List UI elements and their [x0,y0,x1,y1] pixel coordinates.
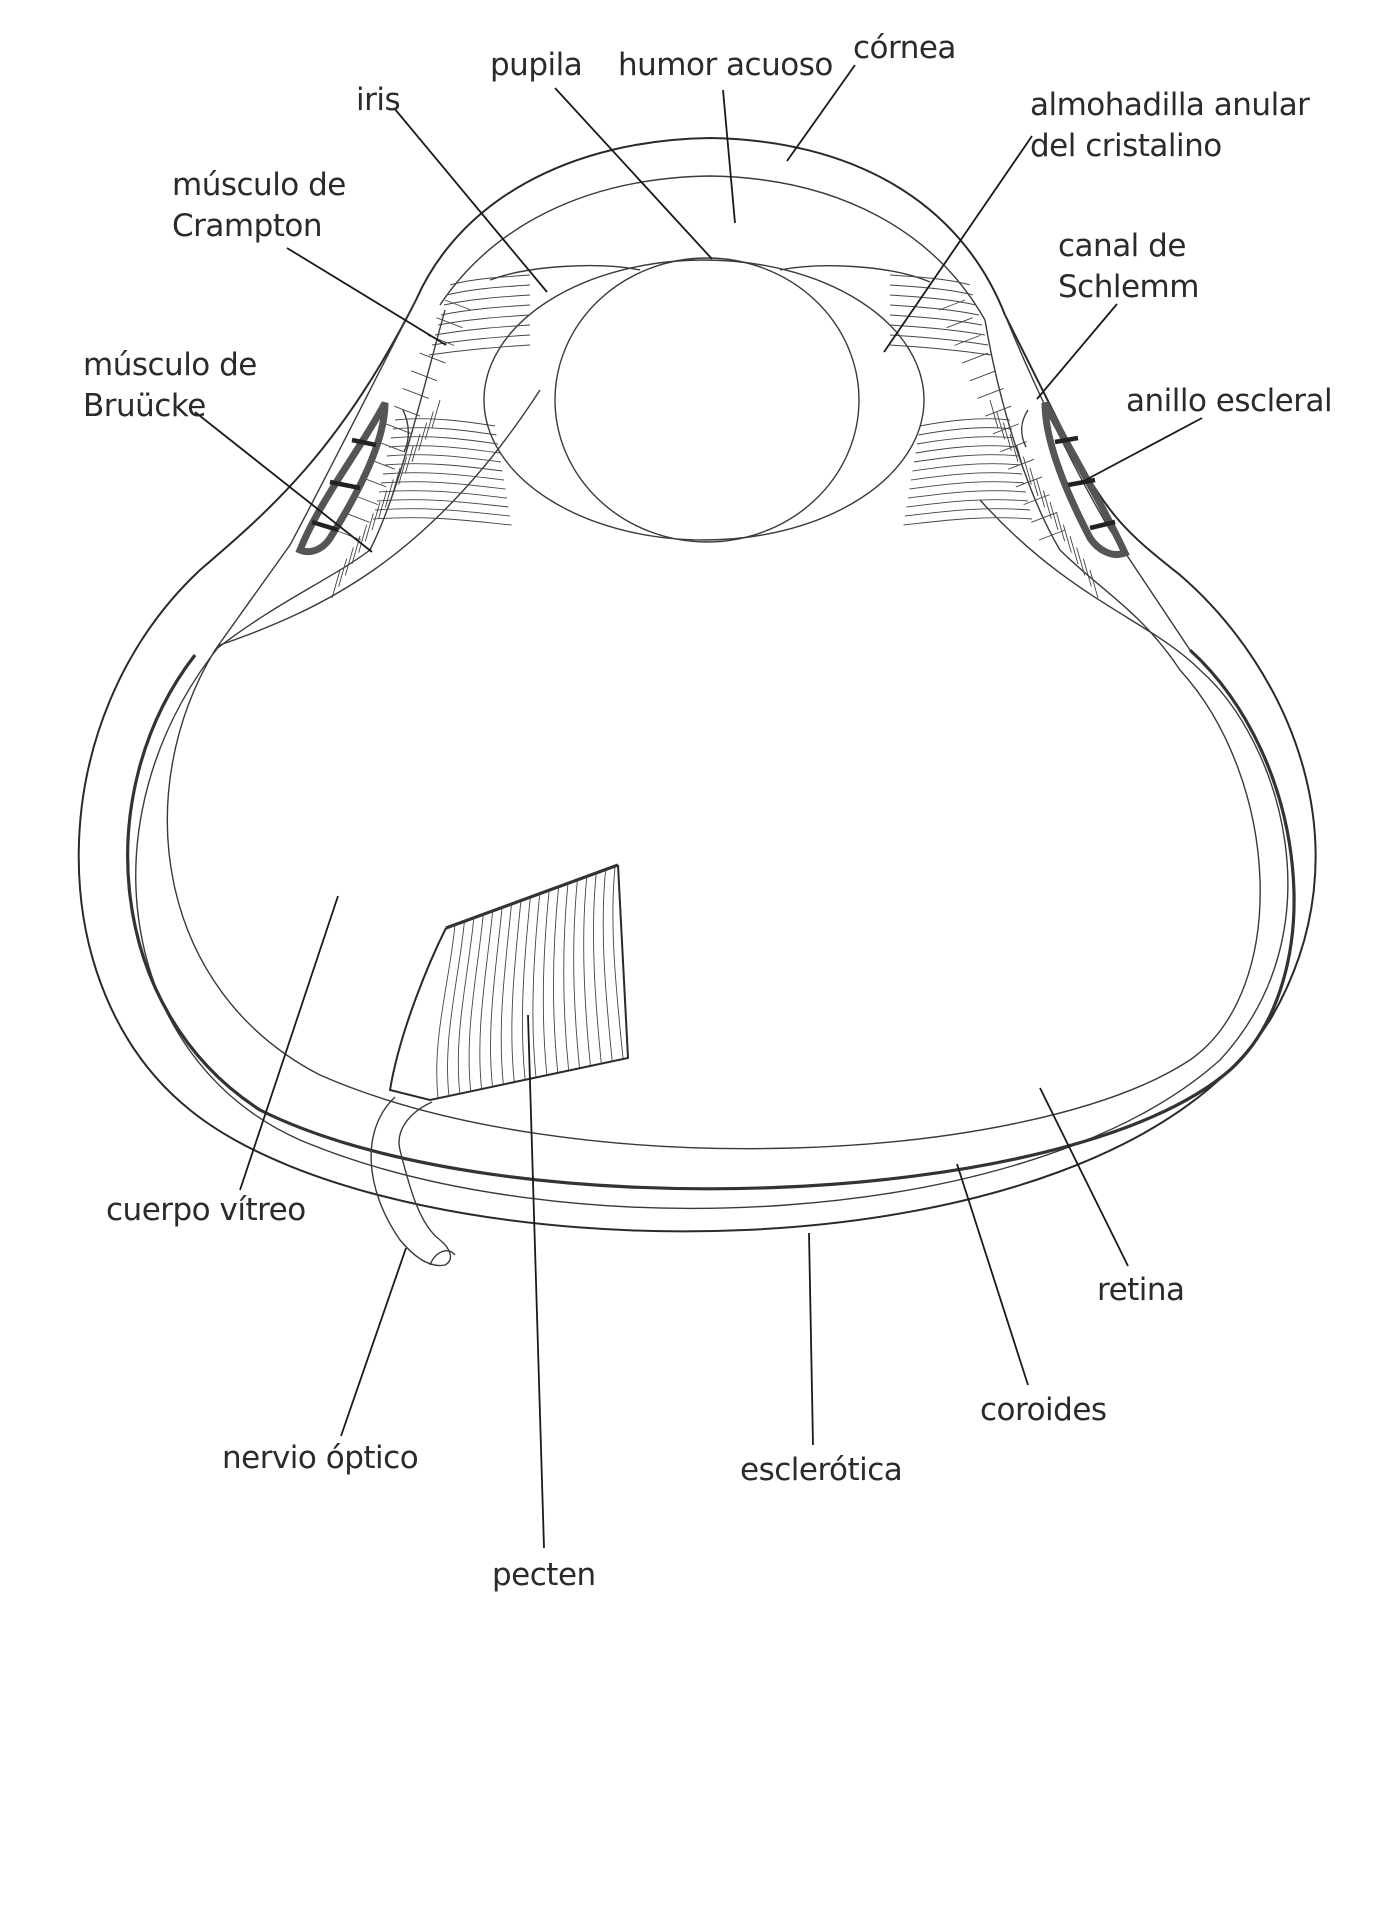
iris-shape [489,265,931,283]
right-wall-inner [984,319,1181,671]
scleral-ring-left [295,401,410,556]
optic-nerve-end [429,1250,456,1266]
label-anillo-escleral: anillo escleral [1126,383,1333,419]
cornea-inner [439,175,986,321]
label-iris: iris [356,82,401,118]
retina-line [166,649,1261,1150]
label-humor-acuoso: humor acuoso [618,47,833,83]
sclera-inner [135,389,1289,1210]
label-pecten: pecten [492,1557,596,1593]
label-nervio-optico: nervio óptico [222,1440,419,1476]
pecten [388,863,630,1102]
label-almohadilla: almohadilla anular del cristalino [1030,87,1310,164]
right-wall-outer [1004,314,1191,651]
lens [554,257,860,543]
annular-pad [483,259,925,541]
choroid-line [126,648,1296,1191]
label-schlemm: canal de Schlemm [1058,228,1199,305]
crampton-muscle [331,299,472,599]
label-cuerpo-vitreo: cuerpo vítreo [106,1192,306,1228]
label-brucke: músculo de Bruücke [83,347,257,424]
brucke-muscle [938,299,1099,599]
label-cornea: córnea [853,30,956,66]
scleral-ring-right [1021,401,1130,558]
optic-nerve [370,1096,452,1267]
ciliary-fibres-left [372,274,531,526]
sclera-outer [77,299,1317,1233]
leader-lines [194,64,1203,1549]
label-coroides: coroides [980,1392,1107,1428]
label-pupila: pupila [490,47,583,83]
label-crampton: músculo de Crampton [172,167,346,244]
label-esclerotica: esclerótica [740,1452,903,1488]
ciliary-fibres-right [889,274,1033,526]
label-retina: retina [1097,1272,1185,1308]
left-wall-outer [214,299,417,651]
cornea-outer [415,136,1006,316]
